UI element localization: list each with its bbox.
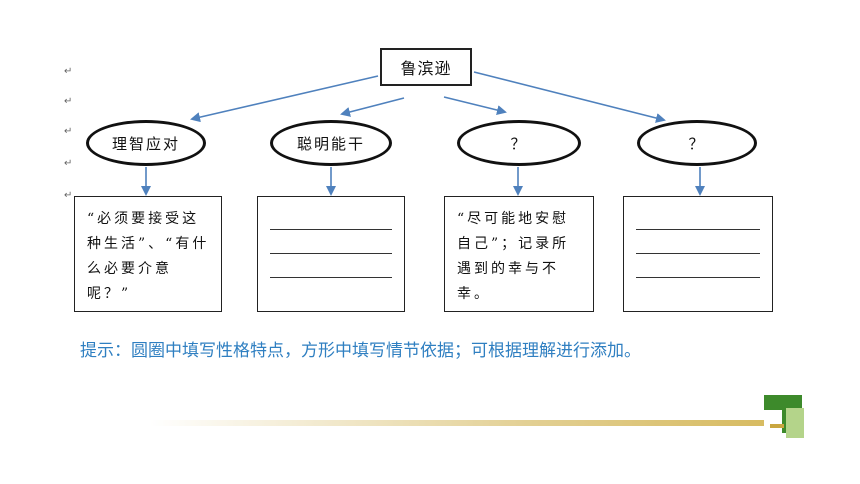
arrow-title-to-oval-2	[340, 97, 405, 117]
title-text: 鲁滨逊	[400, 59, 452, 78]
blank-line	[270, 229, 392, 230]
decorative-white-square	[764, 410, 782, 434]
trait-oval-2[interactable]: 聪明能干	[270, 120, 392, 166]
margin-mark: ↵	[64, 190, 73, 201]
margin-mark: ↵	[64, 66, 73, 77]
blank-line	[636, 277, 760, 278]
arrow-title-to-oval-1	[190, 75, 379, 123]
margin-mark: ↵	[64, 96, 73, 107]
decorative-gradient-bar	[150, 420, 790, 426]
decorative-light-green-square	[786, 408, 804, 438]
title-box: 鲁滨逊	[380, 48, 472, 86]
trait-oval-label: 聪明能干	[296, 134, 365, 153]
evidence-box-3: “尽可能地安慰自己”；记录所遇到的幸与不幸。	[444, 196, 594, 312]
evidence-box-4[interactable]	[623, 196, 773, 312]
blank-line	[636, 229, 760, 230]
blank-line	[270, 253, 392, 254]
trait-oval-label: ？	[688, 134, 706, 153]
evidence-box-1: “必须要接受这种生活”、“有什么必要介意呢？”	[74, 196, 222, 312]
trait-oval-4[interactable]: ？	[637, 120, 757, 166]
trait-oval-3[interactable]: ？	[457, 120, 581, 166]
arrow-title-to-oval-4	[473, 71, 666, 123]
trait-oval-label: ？	[510, 134, 528, 153]
trait-oval-label: 理智应对	[111, 134, 180, 153]
evidence-text: “尽可能地安慰自己”；记录所遇到的幸与不幸。	[457, 211, 570, 302]
evidence-text: “必须要接受这种生活”、“有什么必要介意呢？”	[87, 211, 210, 302]
trait-oval-1[interactable]: 理智应对	[86, 120, 206, 166]
arrow-title-to-oval-3	[443, 96, 507, 115]
margin-mark: ↵	[64, 158, 73, 169]
blank-line	[636, 253, 760, 254]
blank-line	[270, 277, 392, 278]
hint-text: 提示：圆圈中填写性格特点，方形中填写情节依据；可根据理解进行添加。	[80, 341, 641, 361]
evidence-box-2[interactable]	[257, 196, 405, 312]
margin-mark: ↵	[64, 126, 73, 137]
decorative-gold-strip	[770, 424, 784, 428]
